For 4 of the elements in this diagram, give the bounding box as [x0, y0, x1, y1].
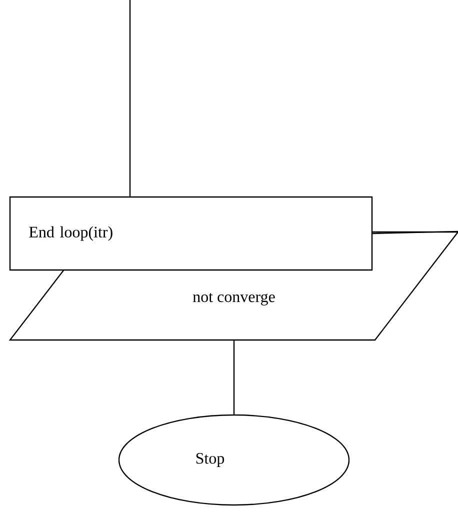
connector-line	[372, 230, 458, 234]
connector-line	[233, 340, 235, 414]
process-box: End loop(itr)	[9, 196, 373, 271]
connector-line	[129, 0, 131, 196]
